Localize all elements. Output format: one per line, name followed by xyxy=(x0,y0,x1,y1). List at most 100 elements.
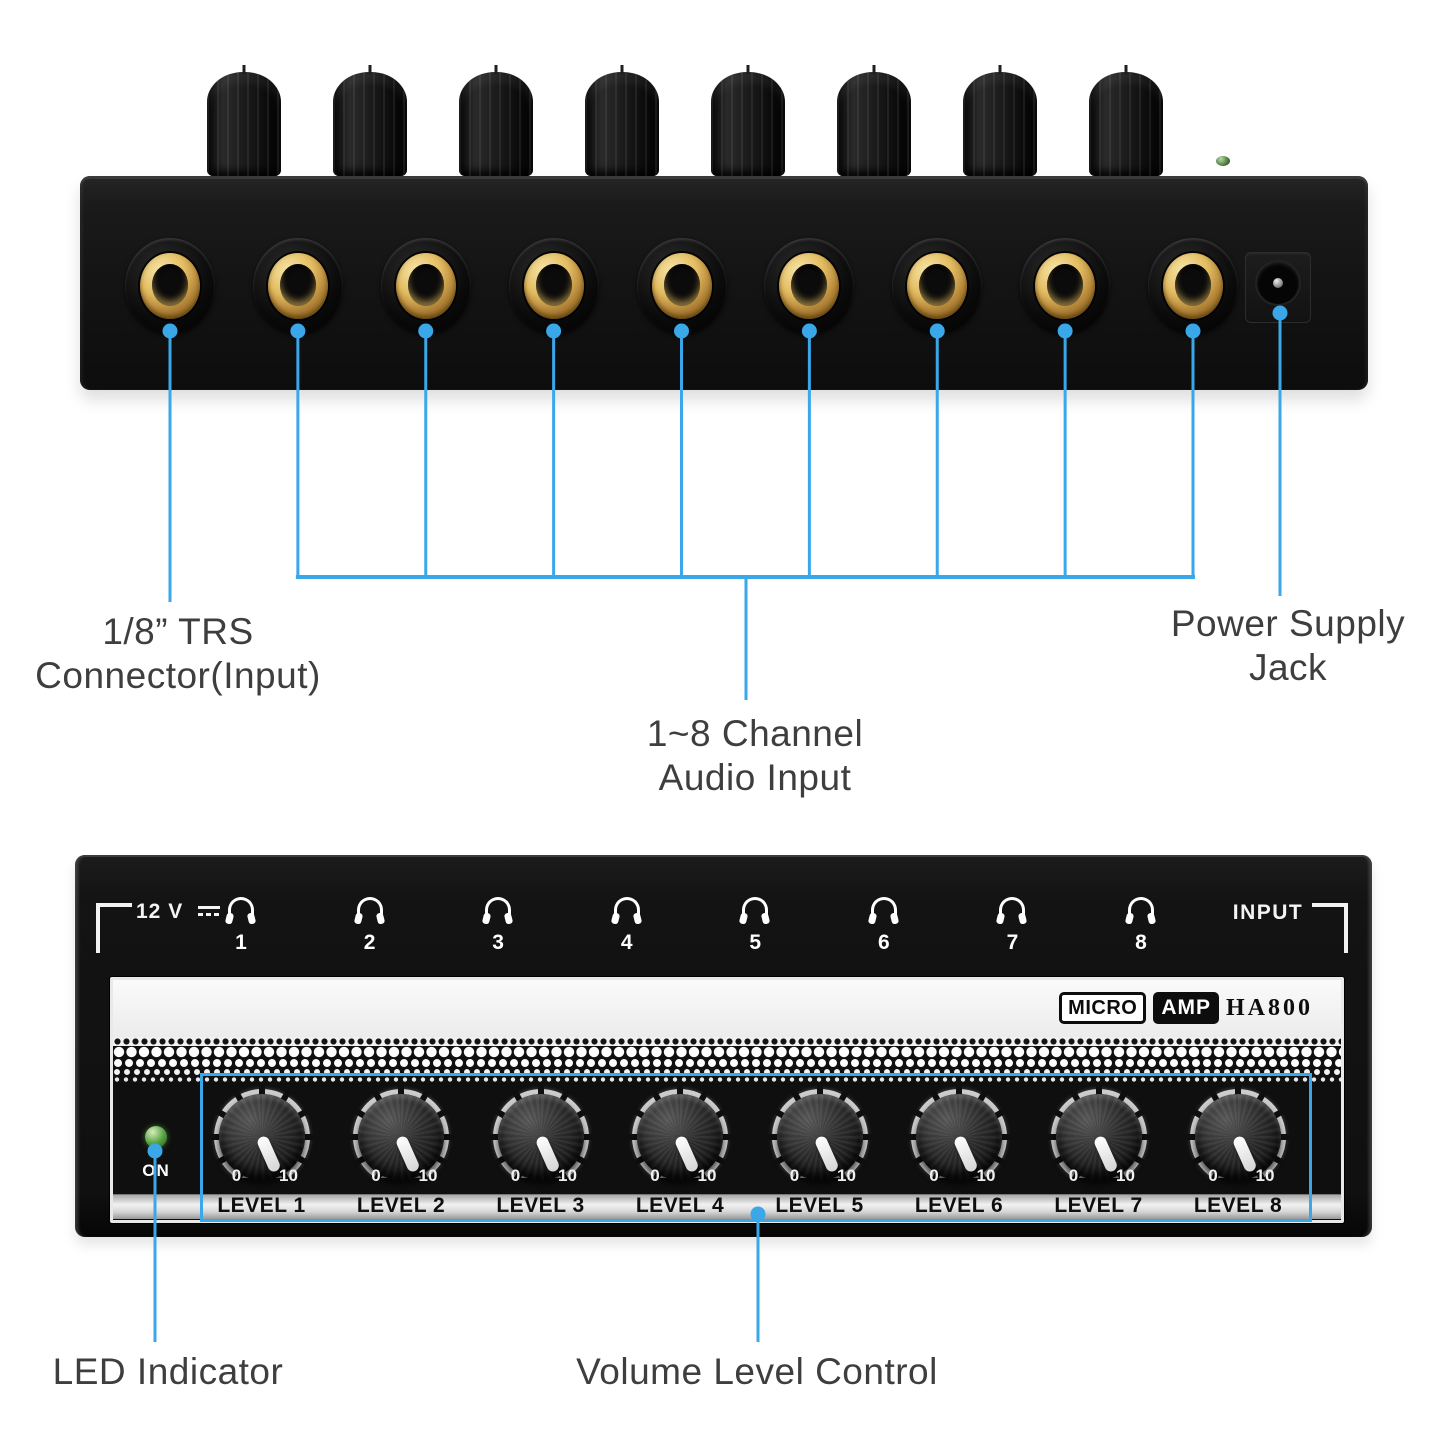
headphone-cup xyxy=(632,912,642,925)
level-label-strip xyxy=(113,1194,1341,1219)
level-label: LEVEL 1 xyxy=(217,1194,306,1217)
headphone-arc xyxy=(356,897,383,920)
headphone-icon xyxy=(1124,896,1158,925)
scale-max-label: 10 xyxy=(837,1166,856,1185)
level-label: LEVEL 8 xyxy=(1193,1194,1283,1217)
power-note-line2: Jack xyxy=(1248,647,1328,688)
brand-amp: AMP xyxy=(1153,992,1219,1024)
headphone-cup xyxy=(1124,912,1135,925)
trs-note-line2: Connector(Input) xyxy=(35,655,321,696)
dc-voltage-icon xyxy=(198,906,222,920)
trs-jack xyxy=(764,238,855,334)
headphone-icon xyxy=(738,896,772,925)
level-label: LEVEL 3 xyxy=(496,1194,585,1217)
level-label: LEVEL 2 xyxy=(356,1194,446,1217)
jack-gold-ring xyxy=(267,253,328,319)
jack-hole xyxy=(663,264,700,306)
halftone-texture xyxy=(113,1058,1341,1068)
jack-hole xyxy=(279,264,316,306)
headphone-icon xyxy=(995,896,1029,925)
level-knob xyxy=(907,1085,1011,1193)
trs-jack xyxy=(508,238,599,334)
trs-jack xyxy=(636,238,727,334)
knob-tick-gap xyxy=(677,1085,683,1099)
knob-tick-gap xyxy=(258,1085,265,1099)
level-knob xyxy=(488,1085,593,1193)
channel-number: 7 xyxy=(1006,931,1019,954)
headphone-arc xyxy=(613,897,640,920)
corner-mark-right-icon xyxy=(1312,903,1348,953)
channel-number: 5 xyxy=(749,931,762,954)
channel-number: 4 xyxy=(620,931,633,954)
headphone-arc xyxy=(1127,897,1154,920)
headphone-cup xyxy=(889,912,900,925)
knob-ring-gap xyxy=(796,1178,843,1193)
headphone-cup xyxy=(224,912,235,925)
scale-max-label: 10 xyxy=(697,1166,717,1185)
led-indicator-note: LED Indicator xyxy=(52,1351,284,1392)
power-note-line1: Power Supply xyxy=(1170,603,1406,644)
dc-pin-icon xyxy=(1273,278,1283,288)
knob-tick-gap xyxy=(956,1085,962,1099)
jack-gold-ring xyxy=(1163,253,1223,319)
level-knob xyxy=(1186,1085,1290,1193)
jack-hole xyxy=(535,264,572,306)
jack-gold-ring xyxy=(1035,253,1096,319)
headphone-arc xyxy=(870,897,897,920)
dc-socket-icon xyxy=(1257,262,1299,304)
channel-note-line2: Audio Input xyxy=(658,757,852,798)
jack-hole xyxy=(919,264,956,306)
level-label: LEVEL 7 xyxy=(1054,1194,1143,1217)
scale-max-label: 10 xyxy=(418,1166,438,1185)
headphone-cup xyxy=(1018,912,1028,925)
level-label: LEVEL 4 xyxy=(635,1194,725,1217)
power-supply-jack xyxy=(1245,252,1311,323)
knob-tick-gap xyxy=(537,1085,544,1099)
scale-min-label: 0 xyxy=(510,1166,521,1185)
headphone-arc xyxy=(228,897,254,920)
channel-number: 3 xyxy=(492,931,504,954)
jack-hole xyxy=(1047,264,1084,306)
power-supply-note: Power Supply Jack xyxy=(1128,602,1445,690)
halftone-texture xyxy=(113,1076,1341,1083)
led-indicator-light xyxy=(145,1126,167,1148)
rear-knob xyxy=(837,72,911,176)
knob-ring-gap xyxy=(657,1178,703,1193)
level-knob xyxy=(767,1085,872,1193)
headphone-arc xyxy=(742,897,769,920)
headphone-icon xyxy=(481,896,515,925)
headphone-cup xyxy=(481,912,492,925)
headphone-icon xyxy=(867,896,901,925)
channel-number: 6 xyxy=(878,931,890,954)
knob-ring-gap xyxy=(517,1178,564,1193)
corner-mark-left-icon xyxy=(96,903,132,953)
knob-ring-gap xyxy=(936,1178,982,1193)
headphone-channel: 4 xyxy=(607,896,647,955)
scale-max-label: 10 xyxy=(1255,1166,1275,1185)
trs-connector-note: 1/8” TRS Connector(Input) xyxy=(18,610,338,698)
trs-jack xyxy=(1148,238,1238,334)
headphone-cup xyxy=(503,912,514,925)
jack-gold-ring xyxy=(651,253,712,319)
knob-tick-gap xyxy=(1095,1085,1102,1099)
headphone-cup xyxy=(246,912,257,925)
scale-max-label: 10 xyxy=(1116,1166,1135,1185)
headphone-icon xyxy=(610,896,644,925)
headphone-cup xyxy=(353,912,363,925)
rear-knob xyxy=(1089,72,1163,176)
headphone-channel: 7 xyxy=(992,896,1032,955)
scale-min-label: 0 xyxy=(789,1166,800,1185)
headphone-icon xyxy=(224,896,258,925)
headphone-cup xyxy=(610,912,620,925)
scale-min-label: 0 xyxy=(1208,1166,1218,1185)
rear-led-icon xyxy=(1216,156,1230,166)
headphone-channel: 8 xyxy=(1121,896,1161,955)
knob-ring-gap xyxy=(1215,1178,1261,1193)
level-knob xyxy=(628,1085,732,1193)
trs-jack xyxy=(380,238,471,334)
headphone-channel: 6 xyxy=(864,896,904,955)
level-knob xyxy=(209,1085,314,1193)
knob-tick-gap xyxy=(1235,1085,1241,1099)
jack-gold-ring xyxy=(779,253,840,319)
scale-max-label: 10 xyxy=(976,1166,996,1185)
